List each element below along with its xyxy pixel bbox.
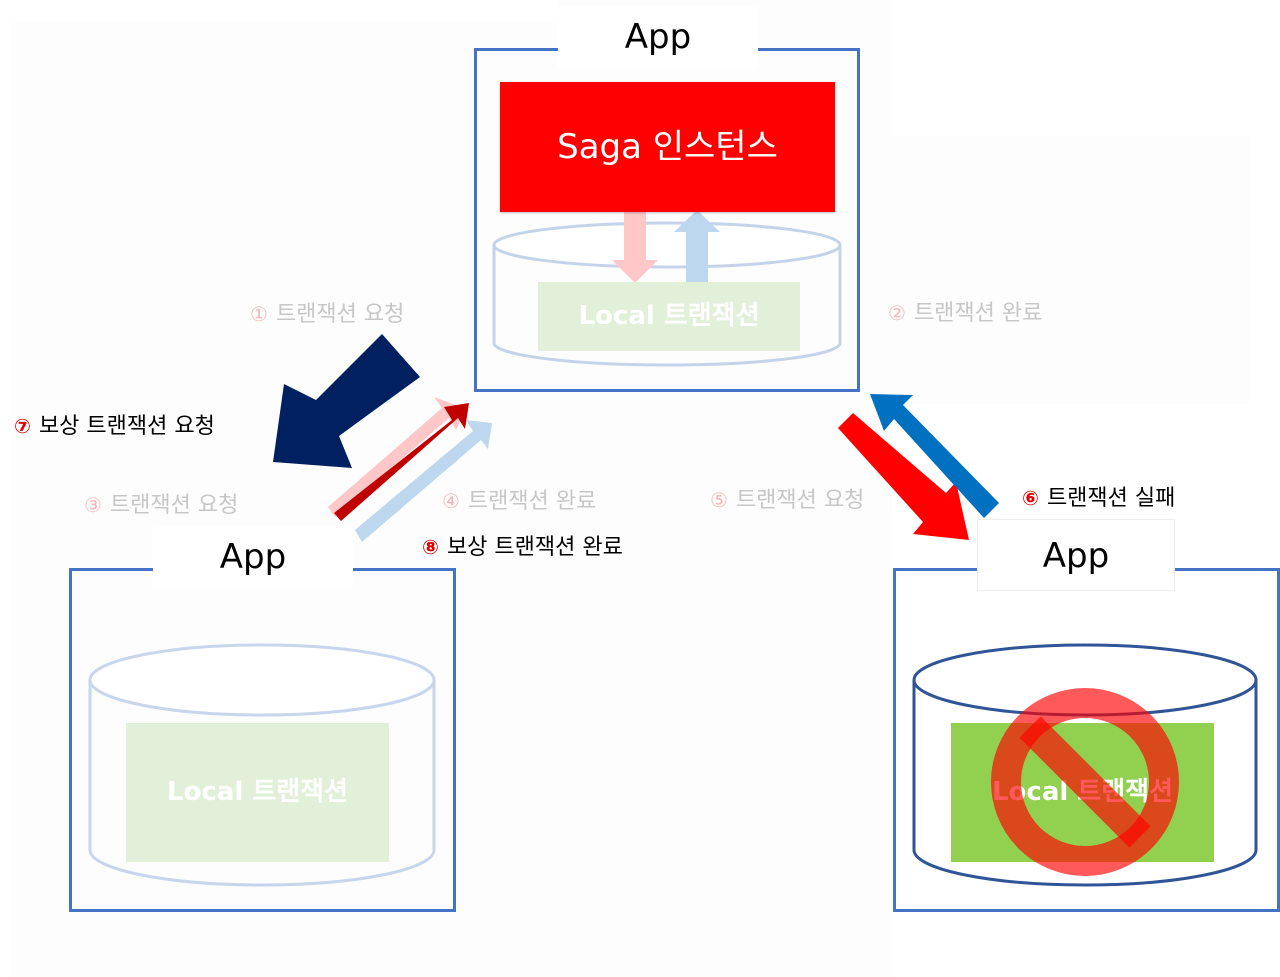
step-7-text: 보상 트랜잭션 요청	[38, 414, 215, 439]
step-2-number: ②	[888, 301, 906, 325]
left-local-transaction: Local 트랜잭션	[126, 723, 389, 862]
compensate-complete-arrow	[334, 403, 469, 521]
step-5-text: 트랜잭션 요청	[735, 488, 865, 513]
background-panel-right	[892, 136, 1250, 404]
compensate-request-arrow	[273, 334, 420, 468]
step-6-label: ⑥ 트랜잭션 실패	[1022, 483, 1175, 514]
inner-down-arrow	[612, 212, 658, 283]
step-2-text: 트랜잭션 완료	[913, 301, 1043, 326]
step-2-label: ② 트랜잭션 완료	[888, 298, 1042, 329]
complete-arrow-left-faded	[355, 420, 492, 542]
inner-up-arrow	[674, 210, 720, 283]
step-8-text: 보상 트랜잭션 완료	[446, 535, 623, 560]
step-4-text: 트랜잭션 완료	[467, 489, 597, 514]
failure-arrow-right	[870, 394, 999, 518]
step-6-number: ⑥	[1022, 486, 1039, 510]
top-local-transaction: Local 트랜잭션	[538, 282, 800, 351]
request-arrow-right	[838, 413, 969, 540]
step-1-text: 트랜잭션 요청	[275, 302, 405, 327]
step-5-number: ⑤	[710, 488, 728, 512]
right-app-title: App	[977, 519, 1175, 591]
left-database-cylinder	[88, 643, 436, 887]
step-8-number: ⑧	[422, 535, 439, 559]
step-7-label: ⑦ 보상 트랜잭션 요청	[14, 411, 215, 442]
step-8-label: ⑧ 보상 트랜잭션 완료	[422, 532, 623, 563]
top-database-cylinder	[492, 221, 842, 367]
step-1-number: ①	[250, 302, 268, 326]
step-3-number: ③	[84, 493, 102, 517]
step-6-text: 트랜잭션 실패	[1046, 486, 1176, 511]
step-4-number: ④	[442, 489, 460, 513]
step-4-label: ④ 트랜잭션 완료	[442, 486, 596, 517]
top-app-title: App	[558, 7, 758, 67]
left-app-title: App	[153, 527, 353, 587]
request-arrow-left-faded	[328, 397, 466, 517]
step-3-label: ③ 트랜잭션 요청	[84, 490, 238, 521]
step-1-label: ① 트랜잭션 요청	[250, 299, 404, 330]
step-3-text: 트랜잭션 요청	[109, 493, 239, 518]
saga-instance-box: Saga 인스턴스	[500, 82, 835, 212]
step-5-label: ⑤ 트랜잭션 요청	[710, 485, 864, 516]
right-database-cylinder	[912, 643, 1258, 887]
step-7-number: ⑦	[14, 414, 31, 438]
